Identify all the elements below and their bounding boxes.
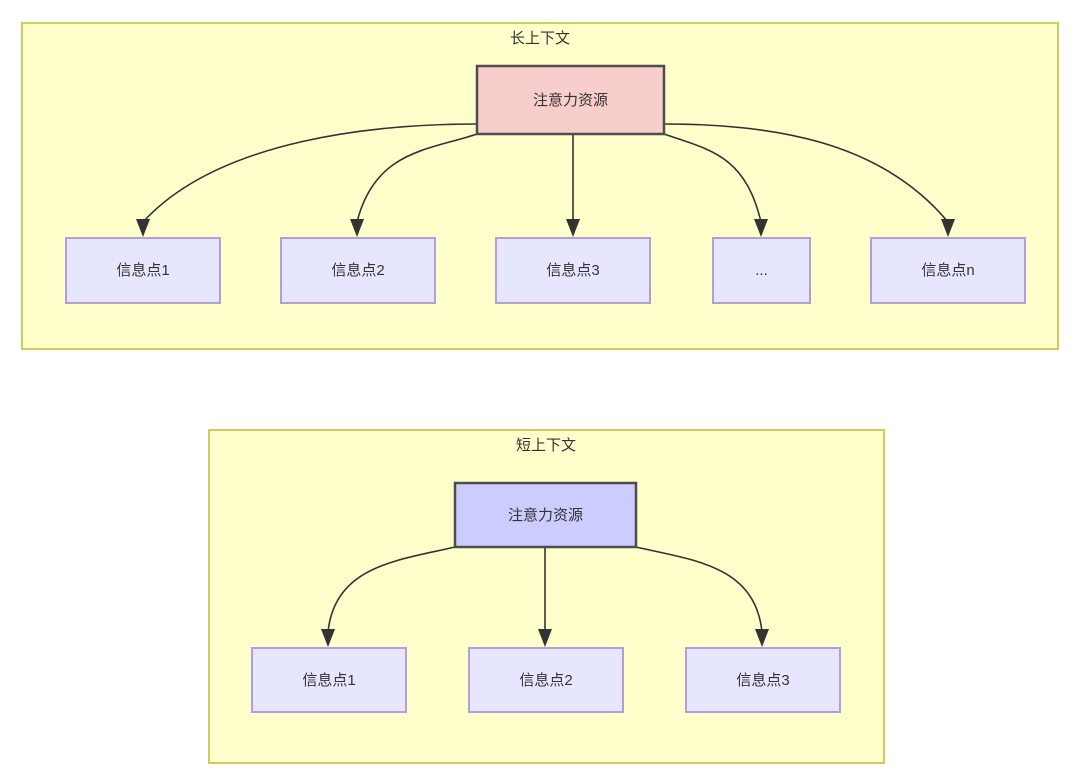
edge-attention-to-info-1: [142, 123, 478, 223]
edge-attention-to-info-ellipsis: [663, 133, 762, 223]
node-info-3-long[interactable]: 信息点3: [495, 237, 651, 304]
node-info-n-long-label: 信息点n: [921, 262, 974, 279]
node-attention-resource-short-label: 注意力资源: [508, 506, 583, 524]
edge-arrowhead-info-ellipsis: [754, 219, 768, 237]
node-info-1-long-label: 信息点1: [116, 262, 169, 279]
node-info-1-short[interactable]: 信息点1: [251, 647, 407, 713]
edge-arrowhead-info-1: [136, 219, 150, 237]
node-info-ellipsis-long[interactable]: ...: [712, 237, 811, 304]
edge-arrowhead-info-2: [350, 219, 364, 237]
node-info-1-short-rect[interactable]: [251, 647, 407, 713]
node-info-1-long[interactable]: 信息点1: [65, 237, 221, 304]
edge-arrowhead-short-info-2: [538, 629, 552, 647]
edge-attention-short-to-info-3: [635, 546, 763, 633]
panel-short-context: 短上下文 注意力资源 信息点1: [208, 429, 885, 764]
node-info-2-short-rect[interactable]: [468, 647, 624, 713]
node-info-3-long-label: 信息点3: [546, 262, 599, 279]
node-info-2-long-rect[interactable]: [280, 237, 436, 304]
node-attention-resource-long-rect[interactable]: [475, 64, 666, 136]
panel-long-context-edges: [136, 123, 955, 237]
edge-arrowhead-short-info-3: [755, 629, 769, 647]
node-attention-resource-short-rect[interactable]: [453, 481, 638, 549]
panel-long-context-title: 长上下文: [510, 30, 570, 47]
edge-attention-to-info-2: [356, 133, 478, 223]
node-info-2-short-label: 信息点2: [519, 672, 572, 689]
node-info-3-short[interactable]: 信息点3: [685, 647, 841, 713]
panel-long-context: 长上下文 注意: [21, 22, 1059, 350]
node-info-3-long-rect[interactable]: [495, 237, 651, 304]
node-info-3-short-label: 信息点3: [736, 672, 789, 689]
node-info-2-long[interactable]: 信息点2: [280, 237, 436, 304]
edge-arrowhead-short-info-1: [321, 629, 335, 647]
node-attention-resource-short[interactable]: 注意力资源: [453, 481, 638, 549]
node-info-ellipsis-long-label: ...: [755, 262, 768, 279]
node-info-3-short-rect[interactable]: [685, 647, 841, 713]
panel-short-context-frame: [208, 429, 885, 764]
node-info-2-short[interactable]: 信息点2: [468, 647, 624, 713]
node-info-ellipsis-long-rect[interactable]: [712, 237, 811, 304]
edge-arrowhead-info-3: [566, 219, 580, 237]
panel-short-context-edges: [321, 546, 769, 647]
edge-arrowhead-info-n: [941, 219, 955, 237]
node-info-2-long-label: 信息点2: [331, 262, 384, 279]
node-attention-resource-long-label: 注意力资源: [533, 91, 608, 109]
edge-attention-to-info-n: [663, 123, 949, 223]
node-attention-resource-long[interactable]: 注意力资源: [475, 64, 666, 136]
edge-attention-short-to-info-1: [327, 546, 456, 633]
panel-short-context-title: 短上下文: [516, 437, 576, 454]
node-info-1-long-rect[interactable]: [65, 237, 221, 304]
node-info-1-short-label: 信息点1: [302, 672, 355, 689]
node-info-n-long[interactable]: 信息点n: [870, 237, 1026, 304]
node-info-n-long-rect[interactable]: [870, 237, 1026, 304]
